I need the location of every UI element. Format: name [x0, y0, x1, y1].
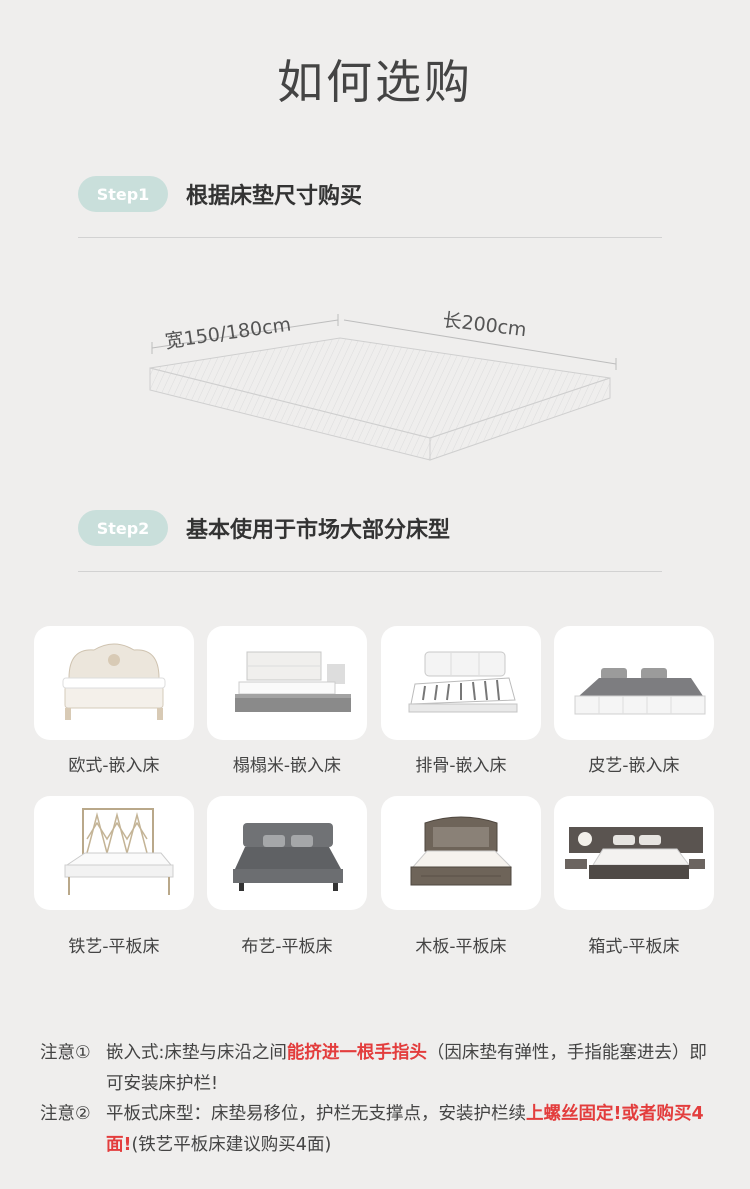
step2-text: 基本使用于市场大部分床型 — [186, 518, 451, 543]
note-1: 注意① 嵌入式:床垫与床沿之间能挤进一根手指头（因床垫有弹性，手指能塞进去）即可… — [40, 1038, 720, 1099]
storage-bed-icon — [565, 827, 705, 879]
wooden-bed-icon — [410, 816, 513, 886]
bed-caption: 木板-平板床 — [415, 937, 507, 957]
bed-card-tatami — [207, 626, 367, 740]
step1-badge: Step1 — [78, 176, 168, 212]
bed-caption: 铁艺-平板床 — [68, 937, 160, 957]
note-label: 注意② — [40, 1104, 91, 1125]
note-text: (铁艺平板床建议购买4面) — [131, 1134, 332, 1155]
fabric-bed-icon — [233, 823, 343, 891]
bed-card-leather — [554, 626, 714, 740]
note-text: 嵌入式:床垫与床沿之间 — [106, 1043, 287, 1063]
note-label: 注意① — [40, 1043, 91, 1063]
slat-frame-bed-icon — [408, 651, 518, 713]
step1-text: 根据床垫尺寸购买 — [186, 184, 363, 209]
note-highlight: 能挤进一根手指头 — [286, 1043, 427, 1063]
bed-caption: 布艺-平板床 — [241, 937, 333, 957]
bed-card-slat — [381, 626, 541, 740]
step2-row: Step2 基本使用于市场大部分床型 — [78, 510, 668, 546]
bed-caption: 欧式-嵌入床 — [68, 756, 160, 776]
step2-badge: Step2 — [78, 510, 168, 546]
bed-caption: 排骨-嵌入床 — [415, 756, 507, 776]
bed-caption: 榻榻米-嵌入床 — [232, 756, 342, 776]
bed-caption: 皮艺-嵌入床 — [588, 756, 680, 776]
bed-card-iron — [34, 796, 194, 910]
mattress-diagram: 宽150/180cm 长200cm — [130, 290, 640, 480]
note-text: 平板式床型：床垫易移位，护栏无支撑点，安装护栏续 — [106, 1104, 526, 1125]
leather-bed-icon — [574, 668, 706, 715]
bed-card-european — [34, 626, 194, 740]
note-body: 嵌入式:床垫与床沿之间能挤进一根手指头（因床垫有弹性，手指能塞进去）即可安装床护… — [106, 1038, 720, 1099]
bed-caption: 箱式-平板床 — [588, 937, 680, 957]
bed-card-storage — [554, 796, 714, 910]
mattress-width-label: 宽150/180cm — [164, 314, 293, 353]
mattress-length-label: 长200cm — [441, 309, 527, 341]
step2-divider — [78, 571, 662, 572]
note-highlight: 上螺丝固定!或者购买4面! — [106, 1104, 704, 1155]
bed-card-fabric — [207, 796, 367, 910]
step1-divider — [78, 237, 662, 238]
note-2: 注意② 平板式床型：床垫易移位，护栏无支撑点，安装护栏续上螺丝固定!或者购买4面… — [40, 1099, 720, 1160]
notes-section: 注意① 嵌入式:床垫与床沿之间能挤进一根手指头（因床垫有弹性，手指能塞进去）即可… — [40, 1038, 720, 1161]
iron-bed-icon — [64, 808, 174, 895]
mattress-icon: 宽150/180cm 长200cm — [149, 309, 617, 461]
european-bed-icon — [62, 643, 166, 720]
page-title: 如何选购 — [277, 55, 473, 109]
note-text: （因床垫有弹性，手指能塞进去）即可安装床护栏! — [106, 1043, 707, 1094]
note-body: 平板式床型：床垫易移位，护栏无支撑点，安装护栏续上螺丝固定!或者购买4面!(铁艺… — [106, 1099, 720, 1160]
tatami-bed-icon — [235, 651, 351, 712]
step1-row: Step1 根据床垫尺寸购买 — [78, 176, 668, 212]
bed-card-wooden — [381, 796, 541, 910]
